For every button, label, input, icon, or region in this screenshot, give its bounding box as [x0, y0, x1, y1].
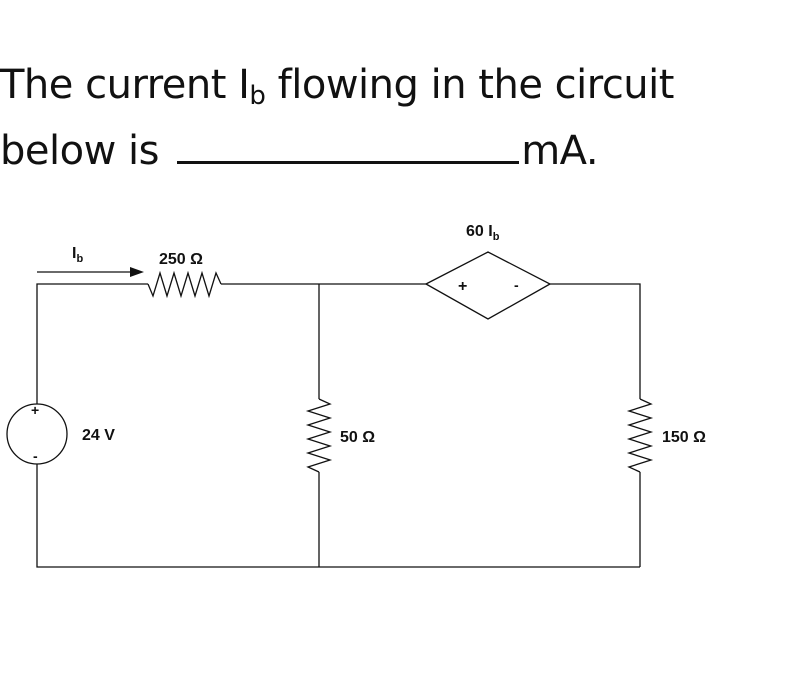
- question-line-2: below is mA.: [0, 118, 790, 184]
- dependent-source-minus: -: [514, 277, 519, 293]
- resistor-50-label: 50 Ω: [340, 429, 375, 446]
- question-text: The current Ib flowing in the circuit be…: [0, 52, 790, 184]
- question-subscript: b: [249, 81, 266, 111]
- resistor-150-label: 150 Ω: [662, 429, 706, 446]
- source-voltage-label: 24 V: [82, 427, 115, 444]
- wire-top-right: [550, 283, 641, 399]
- source-plus-sign: +: [31, 402, 39, 418]
- resistor-250-symbol: [147, 270, 222, 299]
- current-arrow-head: [130, 267, 144, 277]
- dependent-source-plus: +: [458, 278, 467, 295]
- question-unit: mA.: [521, 128, 599, 174]
- question-prefix: below is: [0, 128, 172, 174]
- question-line-1: The current Ib flowing in the circuit: [0, 52, 790, 118]
- wire-bottom: [36, 464, 640, 568]
- current-label: Ib: [72, 245, 83, 265]
- question-part-1: The current I: [0, 62, 250, 108]
- answer-blank[interactable]: [177, 127, 520, 164]
- source-minus-sign: -: [33, 448, 38, 464]
- question-part-2: flowing in the circuit: [265, 62, 675, 108]
- resistor-50-symbol: [305, 398, 333, 473]
- dependent-source-label: 60 Ib: [466, 223, 500, 243]
- wire-top-left: [36, 283, 148, 404]
- dependent-source-diamond: [424, 251, 552, 320]
- resistor-150-symbol: [626, 398, 654, 473]
- resistor-250-label: 250 Ω: [159, 251, 203, 268]
- voltage-source-circle: [6, 403, 68, 465]
